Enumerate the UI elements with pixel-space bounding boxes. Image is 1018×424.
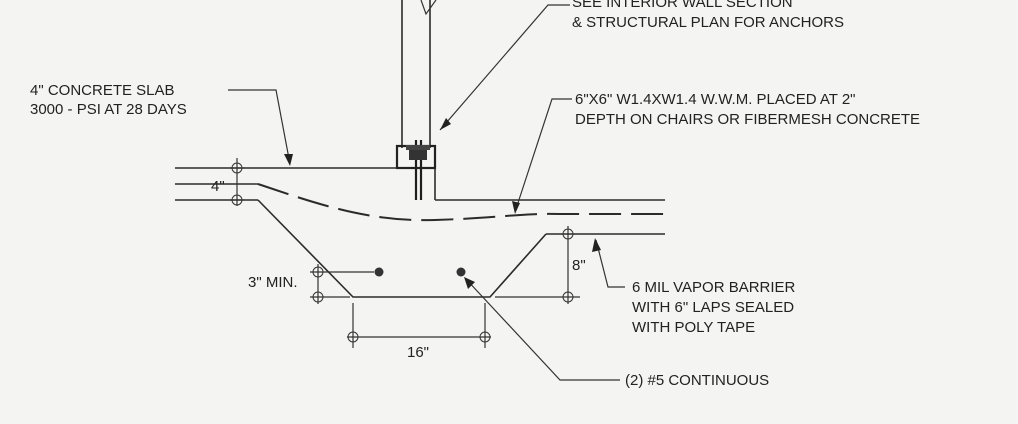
label-dim-4in: 4" [211, 178, 225, 195]
leader-wall-section [439, 4, 570, 131]
slab-outline [175, 167, 665, 235]
dim-8in [495, 226, 580, 304]
label-vapor-2: WITH 6" LAPS SEALED [632, 299, 794, 316]
label-slab-2: 3000 - PSI AT 28 DAYS [30, 101, 187, 118]
wall [401, 0, 437, 148]
arrow-rebar [464, 277, 475, 289]
label-wwm-2: DEPTH ON CHAIRS OR FIBERMESH CONCRETE [575, 111, 920, 128]
label-slab-1: 4" CONCRETE SLAB [30, 82, 175, 99]
dim-4in [230, 158, 244, 206]
leader-rebar [464, 277, 620, 381]
label-wwm-1: 6"X6" W1.4XW1.4 W.W.M. PLACED AT 2" [575, 91, 856, 108]
label-dim-3in-min: 3" MIN. [248, 274, 298, 291]
arrow-wwm [512, 201, 520, 214]
label-vapor-3: WITH POLY TAPE [632, 319, 755, 336]
dim-3in-min [310, 264, 374, 304]
label-dim-16in: 16" [407, 344, 429, 361]
leader-slab [228, 89, 291, 165]
anchor-bolt [395, 140, 437, 200]
leader-vapor [595, 239, 625, 288]
dim-16in [347, 303, 491, 348]
arrow-slab [284, 154, 293, 166]
label-anchors: & STRUCTURAL PLAN FOR ANCHORS [572, 14, 844, 31]
arrow-vapor [592, 238, 601, 252]
label-vapor-1: 6 MIL VAPOR BARRIER [632, 279, 796, 296]
footing-outline [257, 199, 547, 298]
wire-mesh-line [257, 183, 665, 222]
rebar-right [456, 267, 466, 277]
label-rebar: (2) #5 CONTINUOUS [625, 372, 769, 389]
label-wall-section: SEE INTERIOR WALL SECTION [572, 0, 793, 11]
leader-wwm [514, 98, 572, 213]
label-dim-8in: 8" [572, 257, 586, 274]
rebar-left [374, 267, 384, 277]
arrow-wall-section [440, 118, 451, 130]
